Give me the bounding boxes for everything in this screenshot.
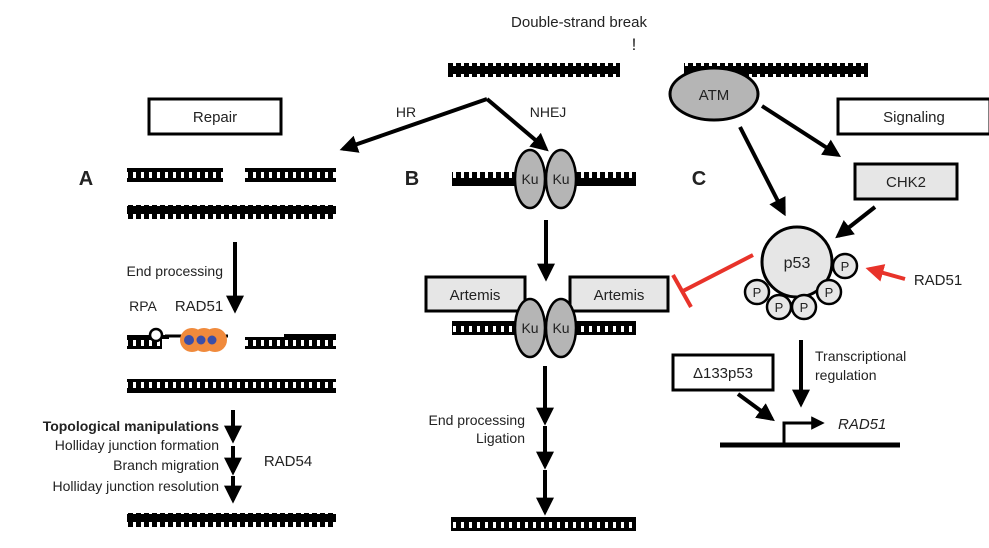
repair-label: Repair [193, 109, 237, 126]
p53-inhibits-artemis [683, 255, 753, 291]
rad51-top-label: RAD51 [175, 298, 223, 315]
phospho-2-label: P [825, 285, 834, 300]
artemis-left-label: Artemis [450, 287, 501, 304]
b-dna-final [451, 517, 636, 531]
a-dna-bottom [127, 205, 336, 219]
ku-right-2-label: Ku [552, 320, 569, 336]
a-branch-migration: Branch migration [113, 457, 219, 473]
b-end-processing: End processing [428, 412, 525, 428]
promoter-arrow [784, 423, 822, 445]
artemis-right-label: Artemis [594, 287, 645, 304]
ku-left-label: Ku [521, 171, 538, 187]
b-ligation: Ligation [476, 430, 525, 446]
a-dna-template [127, 379, 336, 393]
delta133p53-arrow [738, 394, 772, 419]
inhibition-bar [673, 275, 691, 307]
rpa-label: RPA [129, 298, 157, 314]
a-dna-final [127, 513, 336, 527]
diagram-title: Double-strand break [511, 14, 647, 31]
a-holliday-resolution: Holliday junction resolution [52, 478, 219, 494]
nhej-label: NHEJ [530, 104, 567, 120]
rad51-right-label: RAD51 [914, 272, 962, 289]
c-regulation: regulation [815, 367, 877, 383]
a-end-processing: End processing [126, 263, 223, 279]
a-holliday-formation: Holliday junction formation [55, 437, 219, 453]
rad51-core-1 [208, 336, 217, 345]
phospho-5-label: P [753, 285, 762, 300]
panel-label-b: B [405, 168, 419, 190]
rad54-label: RAD54 [264, 453, 312, 470]
rpa-circle [150, 329, 162, 341]
break-mark: ! [632, 35, 637, 54]
chk2-label: CHK2 [886, 174, 926, 191]
rad51-core-3 [184, 335, 194, 345]
p53-label: p53 [784, 255, 811, 272]
a-topological: Topological manipulations [43, 418, 220, 434]
c-transcriptional: Transcriptional [815, 348, 906, 364]
phospho-3-label: P [800, 300, 809, 315]
hr-label: HR [396, 104, 416, 120]
ku-left-2-label: Ku [521, 320, 538, 336]
atm-to-chk2-arrow [762, 106, 838, 155]
a-strand-right-pattern [245, 337, 336, 349]
a-dna-top-left [127, 168, 223, 182]
ku-right-label: Ku [552, 171, 569, 187]
delta133p53-label: Δ133p53 [693, 365, 753, 382]
rad51-core-2 [197, 336, 206, 345]
dna-top-left [448, 63, 620, 77]
panel-label-a: A [79, 168, 93, 190]
chk2-to-p53-arrow [838, 207, 875, 236]
atm-label: ATM [699, 87, 730, 104]
a-dna-top-right [245, 168, 336, 182]
rad51-gene-label: RAD51 [838, 416, 886, 433]
signaling-label: Signaling [883, 109, 945, 126]
panel-label-c: C [692, 168, 706, 190]
rad51-to-p53-arrow [869, 269, 905, 279]
atm-to-p53-arrow [740, 127, 784, 213]
phospho-1-label: P [841, 259, 850, 274]
phospho-4-label: P [775, 300, 784, 315]
